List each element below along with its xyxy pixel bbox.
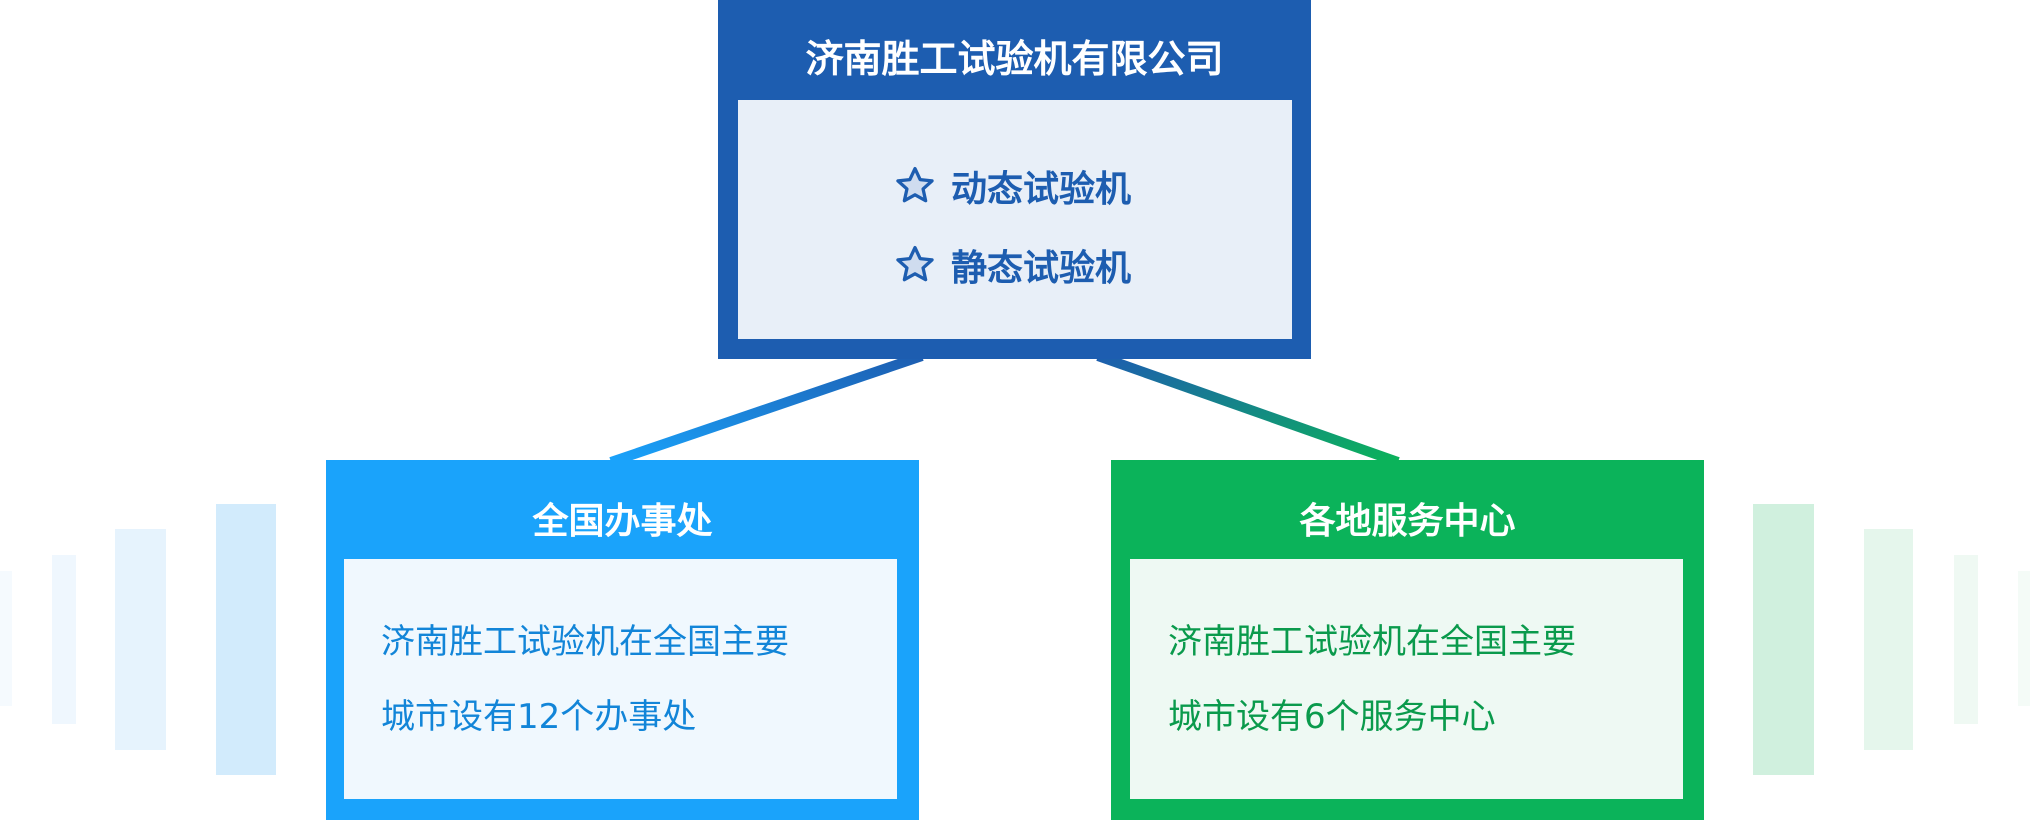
decor-bar: [1954, 555, 1978, 724]
product-label: 静态试验机: [951, 248, 1132, 289]
company-box: 济南胜工试验机有限公司 动态试验机 静态试验机: [718, 0, 1311, 359]
company-title: 济南胜工试验机有限公司: [805, 37, 1224, 81]
decor-bar: [216, 504, 276, 775]
service-line: 济南胜工试验机在全国主要: [1168, 622, 1576, 662]
service-line: 城市设有6个服务中心: [1168, 697, 1496, 737]
offices-title: 全国办事处: [532, 501, 713, 542]
offices-panel: 济南胜工试验机在全国主要 城市设有12个办事处: [344, 559, 897, 799]
decor-bar: [0, 571, 12, 706]
offices-box: 全国办事处 济南胜工试验机在全国主要 城市设有12个办事处: [326, 460, 919, 820]
service-panel: 济南胜工试验机在全国主要 城市设有6个服务中心: [1130, 559, 1683, 799]
star-icon: [896, 166, 934, 203]
decor-bar: [115, 529, 166, 750]
service-title: 各地服务中心: [1299, 501, 1516, 542]
company-panel: 动态试验机 静态试验机: [738, 100, 1292, 339]
star-icon: [896, 245, 934, 282]
product-label: 动态试验机: [951, 169, 1132, 210]
decor-bar: [2018, 571, 2030, 706]
decor-bar: [52, 555, 76, 724]
product-item: 静态试验机: [893, 239, 1131, 291]
service-box: 各地服务中心 济南胜工试验机在全国主要 城市设有6个服务中心: [1111, 460, 1704, 820]
product-item: 动态试验机: [893, 160, 1131, 212]
decor-bar: [1864, 529, 1913, 750]
connector-right: [1096, 351, 1400, 467]
offices-line: 济南胜工试验机在全国主要: [381, 622, 789, 662]
connector-left: [609, 351, 924, 467]
offices-line: 城市设有12个办事处: [381, 697, 697, 737]
decor-bar: [1753, 504, 1814, 775]
